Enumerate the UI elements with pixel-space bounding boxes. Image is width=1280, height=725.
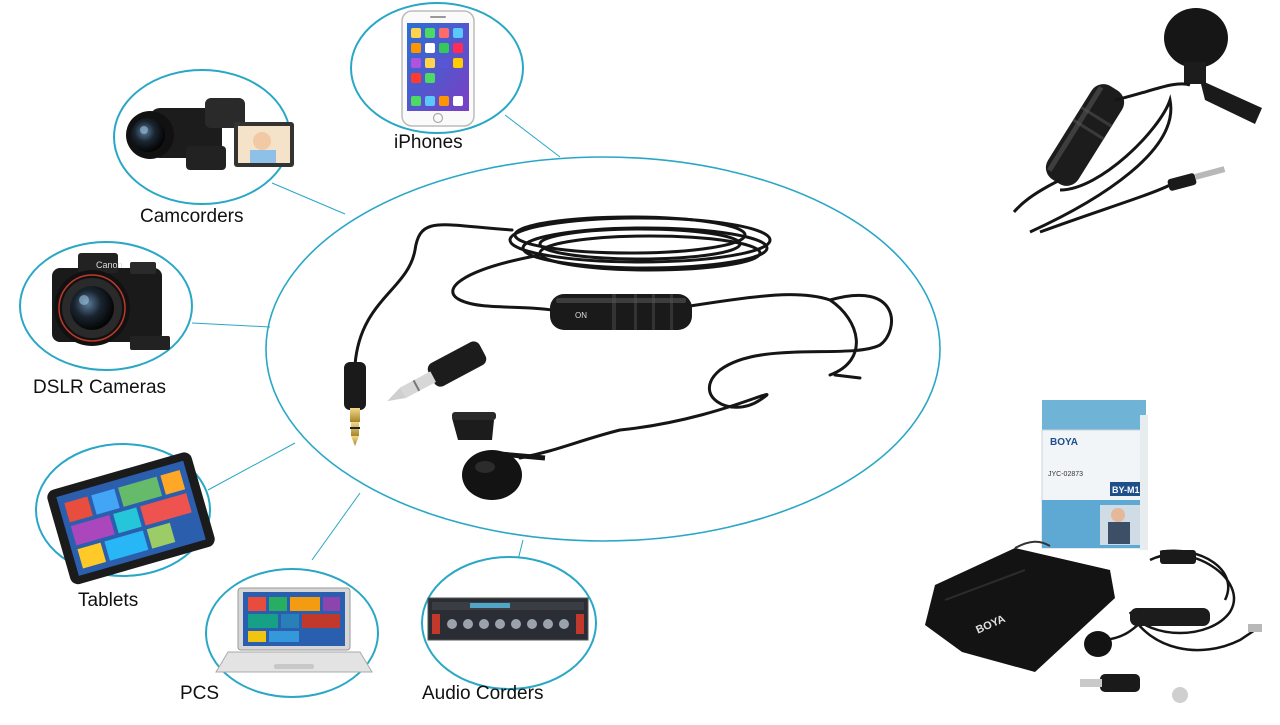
lavalier-microphone-image <box>353 215 893 460</box>
smartphone-icon <box>401 10 475 127</box>
mic-closeup-photo <box>1012 0 1280 238</box>
microphone-body: ON <box>550 294 692 330</box>
mic-clip-and-windscreen <box>452 412 546 500</box>
dslr-camera-icon: Canon <box>52 253 170 350</box>
audio-recorder-icon <box>427 597 589 641</box>
box-code: JYC-02873 <box>1048 471 1083 478</box>
jack-adapter <box>387 341 487 402</box>
laptop-icon <box>215 587 373 673</box>
svg-text:Canon: Canon <box>96 260 123 270</box>
audio-jack <box>344 362 366 446</box>
accessories-parts <box>1080 550 1262 703</box>
svg-text:ON: ON <box>575 311 587 320</box>
device-label-pcs: PCS <box>180 683 220 704</box>
box-model: BY-M1 <box>1112 485 1140 495</box>
pouch-photo <box>925 540 1115 672</box>
box-brand: BOYA <box>1050 437 1078 448</box>
device-label-audio-corders: Audio Corders <box>422 683 544 704</box>
device-label-camcorders: Camcorders <box>140 206 244 227</box>
accessories-photo <box>1099 549 1259 652</box>
packaging-photo <box>1041 400 1148 550</box>
camcorder-icon <box>126 98 294 170</box>
device-label-tablets: Tablets <box>78 590 139 611</box>
device-label-iphones: iPhones <box>394 132 463 153</box>
tablet-icon <box>47 452 215 585</box>
product-ellipse <box>265 156 941 542</box>
device-label-dslr-cameras: DSLR Cameras <box>33 377 167 398</box>
